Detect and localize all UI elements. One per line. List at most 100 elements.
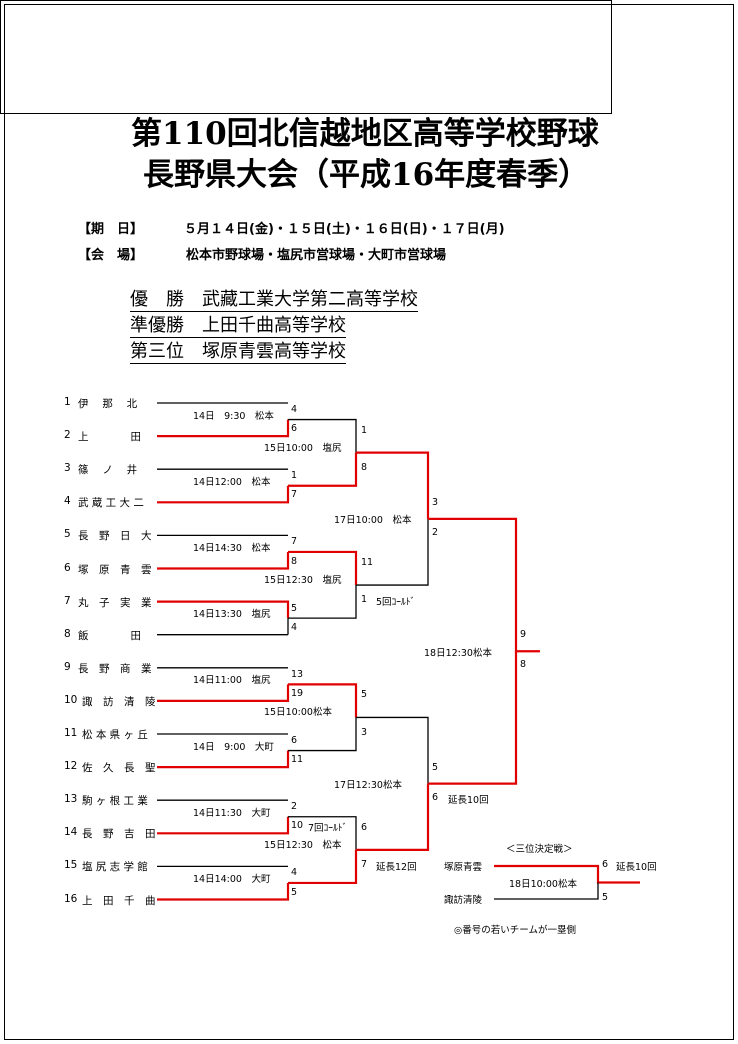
team-name: 上 田 千 曲 xyxy=(82,894,156,907)
date-label: 【期 日】 xyxy=(78,222,144,237)
team-number: 6 xyxy=(64,561,71,574)
team-number: 16 xyxy=(64,892,78,905)
team-number: 1 xyxy=(64,396,71,408)
third-place-info: 18日10:00松本 xyxy=(509,878,577,890)
r1-bottom-line xyxy=(157,750,290,769)
final-match-info: 18日12:30松本 xyxy=(424,648,492,660)
r1-bottom-line xyxy=(157,882,290,901)
r1-match-info: 14日13:30 塩尻 xyxy=(193,609,271,621)
r1-bottom-line xyxy=(157,551,290,570)
team-number: 10 xyxy=(64,693,78,706)
r1-match-info: 14日12:00 松本 xyxy=(193,476,271,488)
r2-score-top: 6 xyxy=(361,821,368,833)
r2-bottom-line xyxy=(288,717,357,752)
third-place-title: ＜三位決定戦＞ xyxy=(506,844,573,855)
footnote: ◎番号の若いチームが一塁側 xyxy=(454,925,577,936)
team-number: 4 xyxy=(64,495,71,508)
r2-note: 延長12回 xyxy=(376,861,417,873)
r1-match-info: 14日 9:30 松本 xyxy=(193,410,274,422)
r2-match-info: 15日10:00 塩尻 xyxy=(264,442,342,454)
sf-top-line xyxy=(356,716,429,784)
r1-bottom-line xyxy=(157,816,290,835)
r1-score-bottom: 6 xyxy=(291,423,298,435)
team-name: 丸 子 実 業 xyxy=(78,596,152,609)
team-name: 松 本 県 ヶ 丘 xyxy=(82,729,148,741)
third-place-team-top: 塚原青雲 xyxy=(444,862,483,873)
team-number: 3 xyxy=(64,462,71,475)
team-name: 長 野 吉 田 xyxy=(82,828,156,841)
r1-match-info: 14日14:30 松本 xyxy=(193,542,271,554)
r2-match-info: 15日10:00松本 xyxy=(264,707,332,719)
r1-bottom-line xyxy=(157,485,290,504)
r1-match-info: 14日11:30 大町 xyxy=(193,807,271,819)
result-school: 上田千曲高等学校 xyxy=(202,315,346,336)
team-name: 飯 田 xyxy=(78,629,141,642)
r2-match-info: 15日12:30 塩尻 xyxy=(264,575,342,587)
r1-note: 7回ｺｰﾙﾄﾞ xyxy=(308,823,348,835)
final-score-top: 9 xyxy=(520,629,527,641)
title-line-1: 第110回北信越地区高等学校野球 xyxy=(131,116,599,152)
r1-score-top: 4 xyxy=(291,404,298,415)
team-name: 駒 ヶ 根 工 業 xyxy=(82,795,148,808)
r1-score-top: 6 xyxy=(291,735,298,746)
team-number: 5 xyxy=(64,528,71,541)
result-rank: 準優勝 xyxy=(130,315,184,336)
r2-score-top: 1 xyxy=(361,424,368,436)
venue-value: 松本市野球場・塩尻市営球場・大町市営球場 xyxy=(186,248,447,263)
date-value: ５月１４日(金)・１５日(土)・１６日(日)・１７日(月) xyxy=(184,222,505,237)
team-name: 武 蔵 工 大 二 xyxy=(78,497,144,510)
r1-match-info: 14日 9:00 大町 xyxy=(193,741,274,753)
final-score-bottom: 8 xyxy=(520,659,527,671)
r2-score-top: 11 xyxy=(361,556,374,568)
team-number: 12 xyxy=(64,760,78,773)
r2-score-bottom: 7 xyxy=(361,858,368,870)
r1-score-bottom: 19 xyxy=(291,687,304,699)
r1-score-bottom: 11 xyxy=(291,754,304,766)
team-name: 諏 訪 清 陵 xyxy=(82,695,156,708)
r2-bottom-line xyxy=(288,849,358,885)
third-place-score-top: 6 xyxy=(602,859,609,870)
result-row-third: 第三位 塚原青雲高等学校 xyxy=(130,340,346,364)
sf-match-info: 17日10:00 松本 xyxy=(334,514,412,526)
final-top-line xyxy=(428,517,540,653)
r1-score-top: 7 xyxy=(291,536,298,548)
r1-match-info: 14日11:00 塩尻 xyxy=(193,675,271,687)
r2-score-bottom: 8 xyxy=(361,461,368,473)
sf-match-info: 17日12:30松本 xyxy=(334,779,402,791)
sf-score-bottom: 6 xyxy=(432,791,439,803)
venue-label: 【会 場】 xyxy=(78,248,144,263)
r2-top-line xyxy=(288,418,357,453)
team-name: 塚 原 青 雲 xyxy=(78,563,152,576)
team-number: 13 xyxy=(64,793,78,806)
r1-score-top: 4 xyxy=(291,867,298,879)
result-row-champion: 優 勝 武藏工業大学第二高等学校 xyxy=(130,288,418,312)
team-name: 佐 久 長 聖 xyxy=(82,762,156,775)
r2-score-bottom: 1 xyxy=(361,594,368,606)
r1-score-bottom: 5 xyxy=(291,886,298,898)
team-number: 14 xyxy=(64,826,78,839)
team-name: 上 田 xyxy=(78,431,141,444)
r1-score-bottom: 8 xyxy=(291,555,298,567)
third-bottom-line xyxy=(494,882,599,900)
result-rank: 優 勝 xyxy=(130,289,184,310)
r1-score-top: 2 xyxy=(291,801,298,813)
sf-score-top: 3 xyxy=(432,496,439,508)
r2-bottom-line xyxy=(288,452,358,487)
team-name: 長 野 商 業 xyxy=(78,662,152,675)
r2-note: 5回ｺｰﾙﾄﾞ xyxy=(376,597,416,609)
r2-bottom-line xyxy=(288,585,357,619)
r2-match-info: 15日12:30 松本 xyxy=(264,839,342,851)
r1-match-info: 14日14:00 大町 xyxy=(193,873,271,885)
r2-top-line xyxy=(288,816,357,850)
result-row-runner-up: 準優勝 上田千曲高等学校 xyxy=(130,314,346,338)
final-bottom-line xyxy=(428,651,518,785)
r1-top-line xyxy=(157,600,290,619)
sf-bottom-line xyxy=(356,783,430,851)
team-name: 塩 尻 志 学 館 xyxy=(82,861,148,874)
sf-score-top: 5 xyxy=(432,761,439,773)
team-number: 15 xyxy=(64,859,78,872)
team-number: 9 xyxy=(64,660,71,673)
result-school: 塚原青雲高等学校 xyxy=(202,341,346,362)
